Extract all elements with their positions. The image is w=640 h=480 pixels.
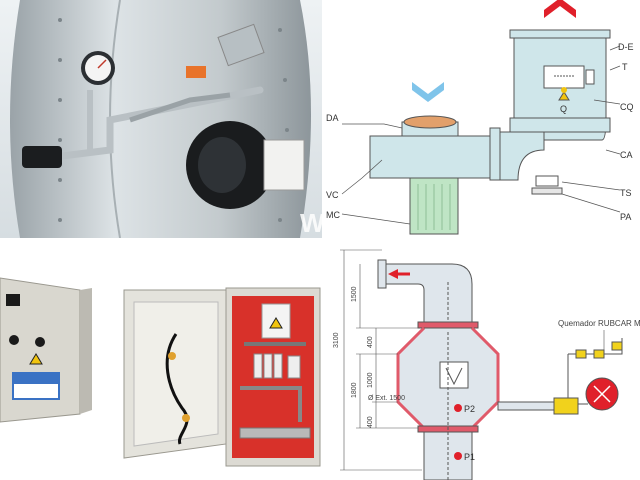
intake-arrow-icon	[412, 82, 444, 102]
fan-schematic-drawing: DA VC MC D-E T CQ Q CA TS PA	[326, 0, 634, 235]
q-indicator-icon	[558, 91, 570, 101]
dimension-chamber: 1000	[367, 372, 374, 388]
label-t: T	[622, 62, 628, 72]
black-valve	[22, 146, 62, 168]
label-q: Q	[560, 104, 567, 114]
servo-actuator	[186, 66, 206, 78]
control-panels-photo	[0, 238, 322, 480]
closed-cabinet	[0, 277, 92, 423]
terminal-block	[239, 427, 311, 439]
safety-thermostat-icon	[535, 175, 559, 187]
contactor	[287, 355, 301, 379]
burner-head	[553, 397, 579, 415]
selector-switch-icon	[9, 335, 19, 345]
label-p1: P1	[464, 452, 475, 462]
refractory-left	[396, 326, 426, 430]
fan-scroll	[369, 135, 495, 179]
watermark: W	[300, 208, 322, 238]
label-da: DA	[326, 113, 339, 123]
breaker	[253, 353, 263, 379]
burner-control-box	[263, 139, 305, 191]
label-p2: P2	[464, 404, 475, 414]
burner-lance	[497, 401, 555, 411]
drum-rivets	[58, 18, 289, 222]
panel-display	[6, 294, 20, 306]
label-de: D-E	[618, 42, 634, 52]
dimension-total: 3100	[333, 332, 340, 348]
diameter-label: Ø Ext. 1500	[368, 395, 405, 402]
exhaust-arrow-icon	[544, 0, 576, 18]
gas-valve-icon	[575, 349, 587, 359]
breaker	[263, 353, 273, 379]
dimension-lower-cone: 400	[367, 416, 374, 428]
transformer	[261, 303, 291, 339]
duct-schematic-drawing: P2 P1 Quemador RUBCAR Mj3 Ø Ext. 1500	[333, 249, 640, 480]
gas-valve-icon	[611, 341, 623, 351]
control-window	[543, 65, 585, 89]
open-cabinet-door	[123, 289, 227, 459]
burner-photo-illustration: W	[0, 0, 322, 238]
fan-schematic: DA VC MC D-E T CQ Q CA TS PA	[322, 0, 640, 238]
label-ca: CA	[620, 150, 633, 160]
gas-valve-icon	[593, 349, 605, 359]
burner-photo: W	[0, 0, 322, 238]
burner-label: Quemador RUBCAR Mj3	[558, 319, 640, 328]
selector-switch-icon	[35, 337, 45, 347]
open-cabinet-interior	[225, 287, 321, 467]
breaker	[273, 353, 283, 379]
refractory-right	[470, 326, 500, 430]
control-panels-illustration	[0, 277, 321, 467]
fuel-pipework	[26, 86, 264, 164]
measurement-point-p2	[454, 404, 462, 412]
label-mc: MC	[326, 210, 340, 220]
dimension-section: 1800	[351, 382, 358, 398]
dimension-upper-cone: 400	[367, 336, 374, 348]
warning-icon	[29, 353, 43, 365]
pressure-gauge	[81, 51, 115, 85]
measurement-point-p1	[454, 452, 462, 460]
label-pa: PA	[620, 212, 631, 222]
steel-drum	[10, 0, 311, 238]
dimension-top: 1500	[351, 286, 358, 302]
label-cq: CQ	[620, 102, 634, 112]
label-vc: VC	[326, 190, 339, 200]
label-ts: TS	[620, 188, 632, 198]
thermostat-icon	[585, 69, 595, 85]
duct-schematic: P2 P1 Quemador RUBCAR Mj3 Ø Ext. 1500	[322, 238, 640, 480]
